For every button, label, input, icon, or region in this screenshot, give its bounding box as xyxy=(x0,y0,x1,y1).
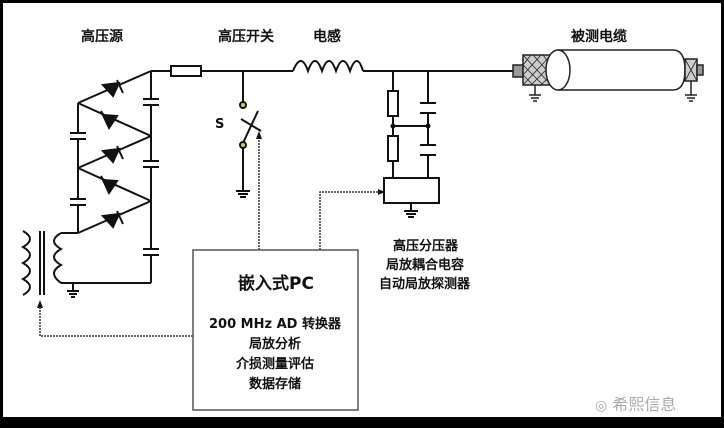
series-resistor xyxy=(170,65,202,77)
capacitor xyxy=(70,198,86,206)
label-divider-line-2: 局放耦合电容 xyxy=(386,258,465,273)
diode xyxy=(100,212,121,229)
control-line-detector xyxy=(319,191,381,250)
pc-title: 嵌入式PC xyxy=(238,274,314,294)
label-divider-line-1: 高压分压器 xyxy=(393,239,459,254)
diode xyxy=(100,147,121,164)
pc-line-tand-eval: 介损测量评估 xyxy=(235,357,314,372)
embedded-pc-box xyxy=(192,249,359,411)
watermark: ◎ 希熙信息 xyxy=(595,391,676,415)
inductor-coil xyxy=(292,60,364,75)
transformer xyxy=(20,230,64,296)
label-inductor: 电感 xyxy=(313,29,341,45)
label-divider-line-3: 自动局放探测器 xyxy=(379,277,471,292)
capacitor xyxy=(143,160,159,168)
cable-under-test xyxy=(512,49,704,102)
capacitor xyxy=(143,98,159,106)
label-hv-switch: 高压开关 xyxy=(218,29,274,45)
ground-icon xyxy=(67,283,79,298)
watermark-text: 希熙信息 xyxy=(612,395,677,414)
capacitor xyxy=(143,248,159,256)
label-cable-under-test: 被测电缆 xyxy=(571,29,627,45)
pc-line-ad: 200 MHz AD 转换器 xyxy=(209,317,341,332)
pc-line-pd-analysis: 局放分析 xyxy=(248,337,301,352)
diode xyxy=(100,81,121,98)
diagram-canvas: 高压源 高压开关 电感 被测电缆 S 高压分压器 局放耦合电容 自动局放探测器 … xyxy=(3,3,721,417)
hv-switch xyxy=(236,71,262,198)
label-switch-s: S xyxy=(215,117,225,132)
hv-divider xyxy=(383,71,440,218)
capacitor xyxy=(70,132,86,140)
circuit-diagram xyxy=(20,49,704,411)
label-hv-source: 高压源 xyxy=(81,29,123,45)
control-line-transformer xyxy=(39,306,193,337)
pc-line-data-storage: 数据存储 xyxy=(248,377,301,392)
pd-detector-box xyxy=(383,177,440,204)
wechat-icon: ◎ xyxy=(595,398,608,414)
